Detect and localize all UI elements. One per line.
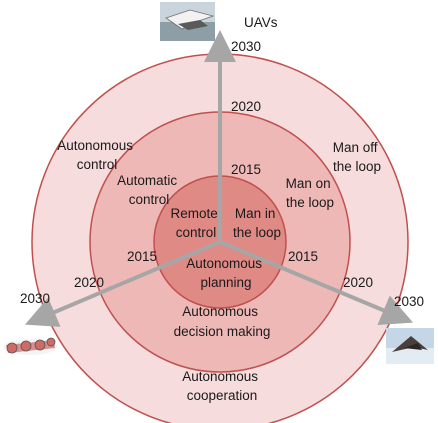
year-2015-top: 2015 xyxy=(231,162,261,177)
remote-control-label: Remote control xyxy=(170,206,221,240)
year-2030-right: 2030 xyxy=(394,294,424,309)
year-2015-left: 2015 xyxy=(127,249,157,264)
year-2020-left: 2020 xyxy=(74,275,104,290)
year-2030-left: 2030 xyxy=(20,291,50,306)
uav-axis-right xyxy=(219,240,414,326)
man-off-the-loop-label: Man off the loop xyxy=(333,140,382,174)
man-in-the-loop-label: Man in the loop xyxy=(233,206,281,240)
man-on-the-loop-label: Man on the loop xyxy=(286,176,335,210)
year-2030-top: 2030 xyxy=(231,39,261,54)
automatic-control-label: Automatic control xyxy=(117,173,181,207)
year-2020-right: 2020 xyxy=(343,275,373,290)
uav-flying-wing-photo-icon xyxy=(160,2,215,41)
autonomous-control-label: Autonomous control xyxy=(57,138,137,172)
autonomous-cooperation-label: Autonomous cooperation xyxy=(182,369,262,403)
autonomous-planning-label: Autonomous planning xyxy=(186,256,266,290)
autonomous-decision-making-label: Autonomous decision making xyxy=(174,304,271,339)
quadrotor-uav-photo-icon xyxy=(3,337,57,355)
year-2015-right: 2015 xyxy=(288,249,318,264)
year-2020-top: 2020 xyxy=(231,99,261,114)
uav-axis-left xyxy=(24,240,221,327)
uavs-axis-label: UAVs xyxy=(244,15,278,30)
stealth-uav-photo-icon xyxy=(386,328,434,364)
